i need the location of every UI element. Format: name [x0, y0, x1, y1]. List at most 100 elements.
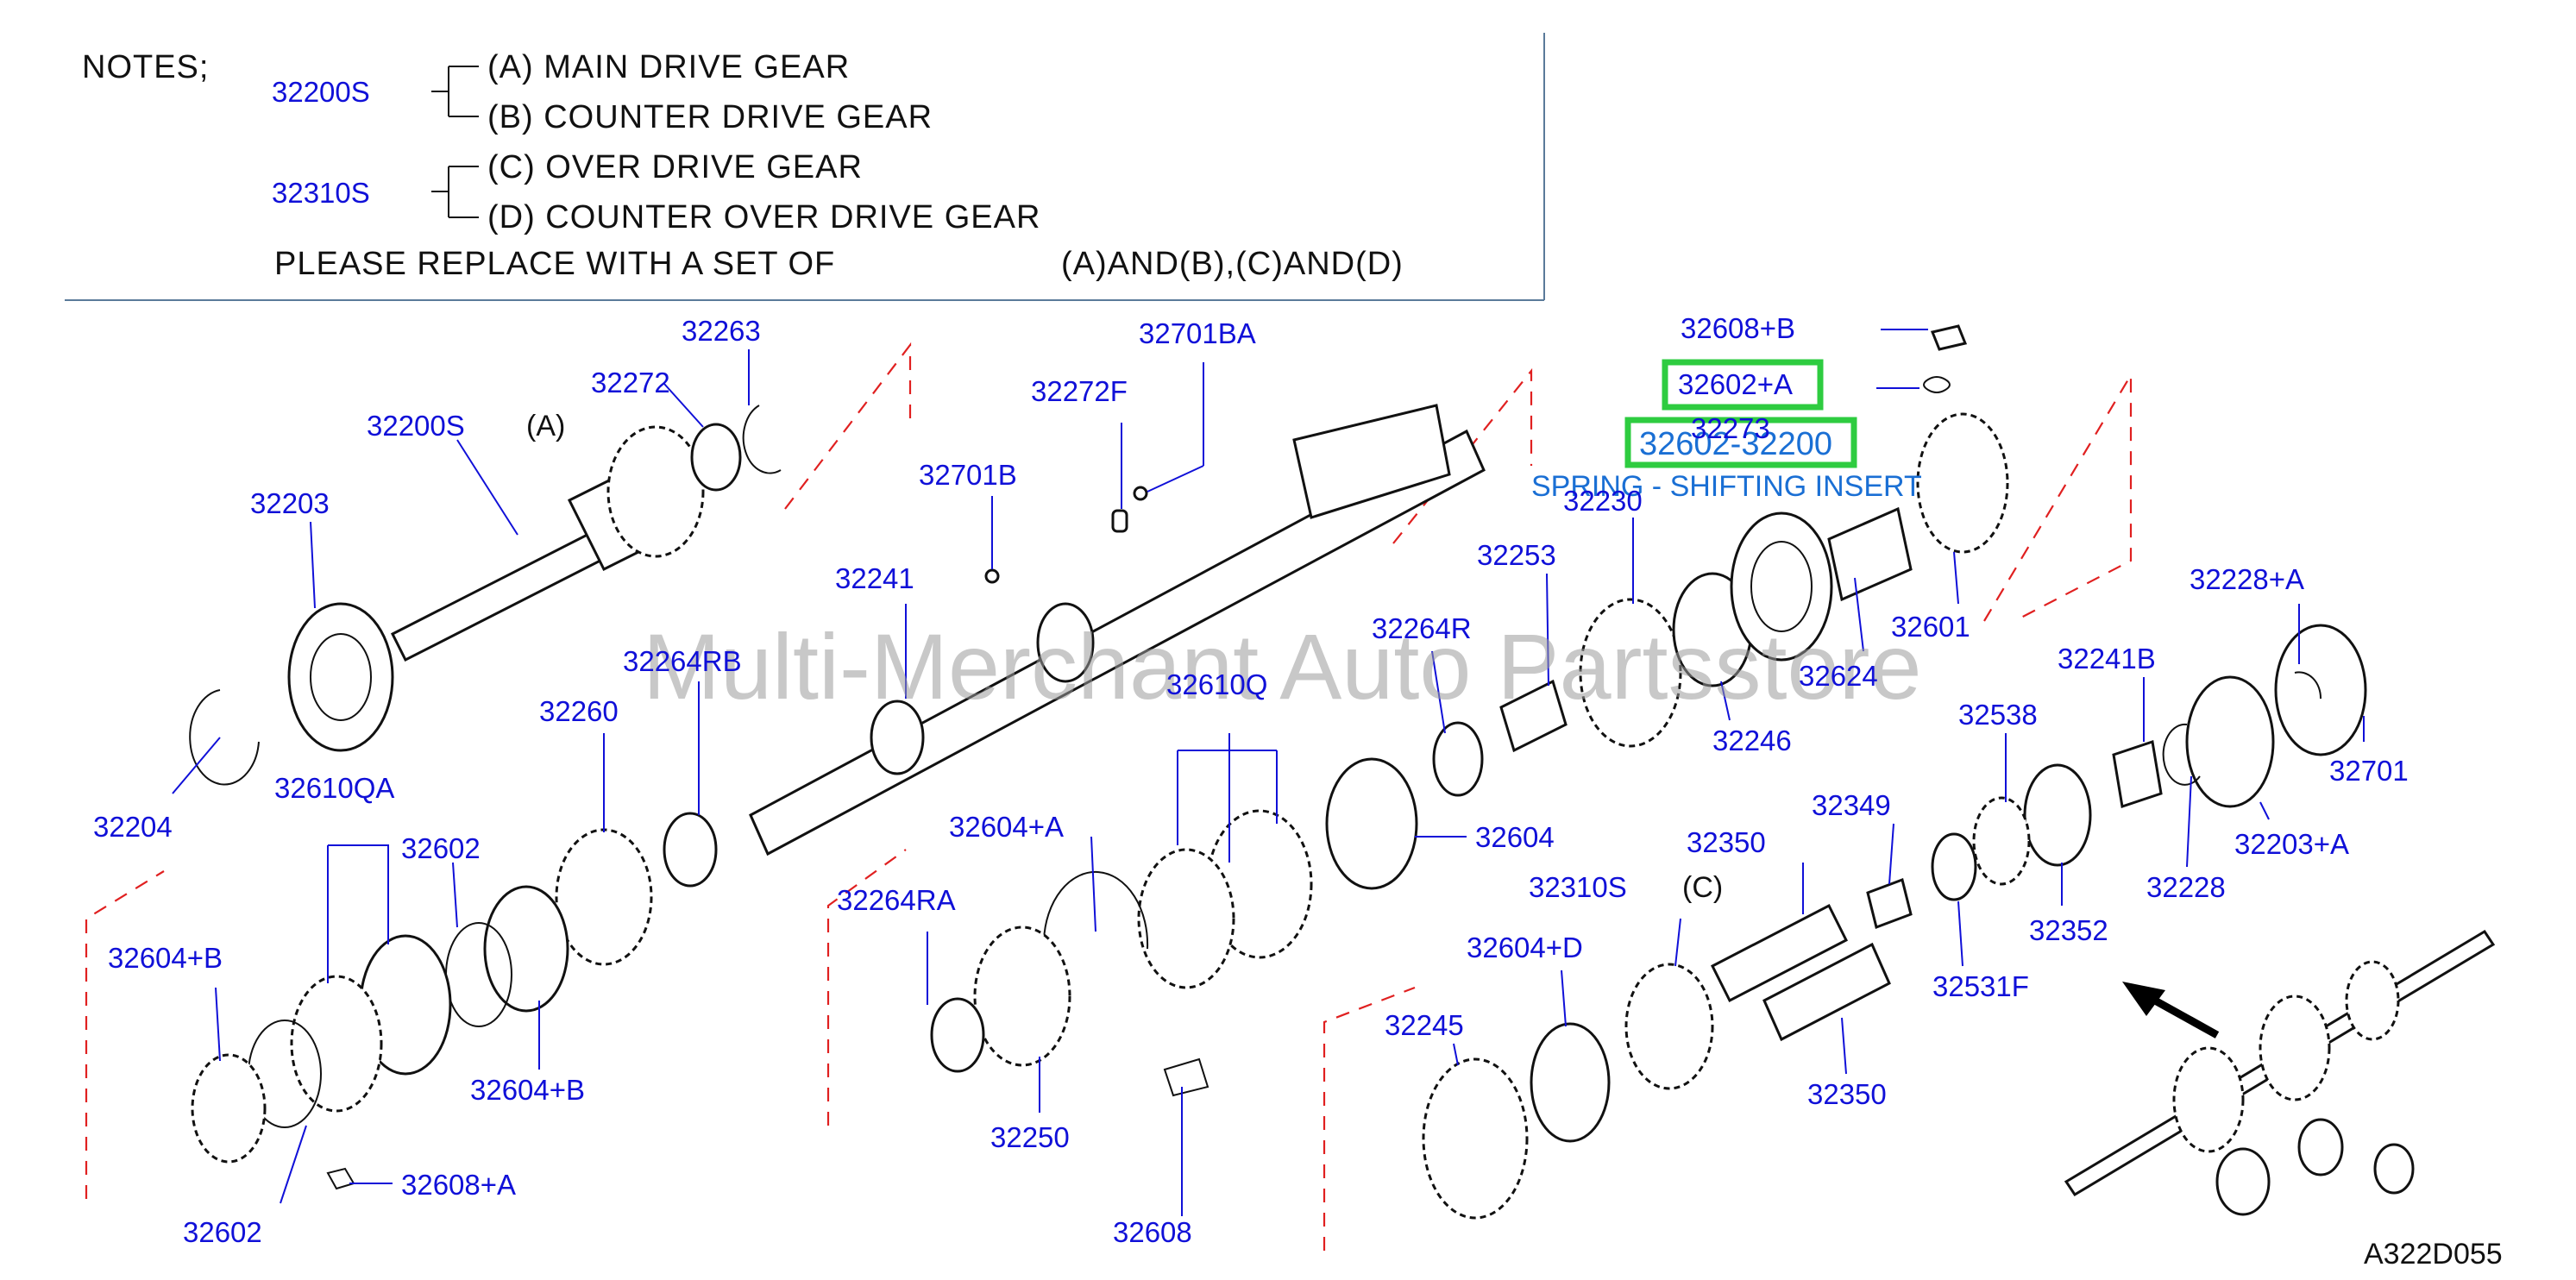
label-32272F[interactable]: 32272F: [1031, 375, 1128, 407]
gear-32230[interactable]: [1579, 598, 1682, 748]
label-32245[interactable]: 32245: [1385, 1009, 1464, 1041]
gear-32601-body[interactable]: [1827, 506, 1913, 602]
label-32602-top[interactable]: 32602: [401, 832, 481, 864]
sleeve-32245[interactable]: [1422, 1057, 1529, 1220]
main-shaft-spline[interactable]: [1292, 404, 1451, 519]
label-32253[interactable]: 32253: [1477, 539, 1556, 571]
frame-bottom-right: [1323, 986, 1416, 1251]
label-32264R[interactable]: 32264R: [1372, 612, 1472, 644]
highlight-part-32602A[interactable]: 32602+A: [1678, 368, 1793, 400]
label-32228[interactable]: 32228: [2146, 871, 2226, 903]
label-32610QA[interactable]: 32610QA: [274, 772, 394, 804]
synchro-ring-32604[interactable]: [1325, 757, 1418, 890]
gear-32260[interactable]: [555, 828, 653, 966]
key-32608[interactable]: [1163, 1057, 1209, 1097]
spring-32604A[interactable]: [1043, 870, 1149, 950]
snap-ring-32228A[interactable]: [2294, 671, 2322, 700]
label-32228A[interactable]: 32228+A: [2190, 563, 2304, 595]
label-32701[interactable]: 32701: [2329, 755, 2409, 787]
label-32701B[interactable]: 32701B: [919, 459, 1017, 491]
overlap-part-32273[interactable]: 32273: [1691, 412, 1770, 444]
part-labels: 32263 32272 32200S 32203 32204 32701BA 3…: [93, 312, 2409, 1248]
label-32604[interactable]: 32604: [1475, 821, 1555, 853]
ball-32701BA[interactable]: [1133, 486, 1148, 501]
needle-bearing-32264RB[interactable]: [663, 812, 718, 888]
label-32204[interactable]: 32204: [93, 811, 173, 843]
bushing-32253[interactable]: [1499, 679, 1568, 753]
label-32624[interactable]: 32624: [1799, 660, 1878, 692]
needle-bearing-32350-top[interactable]: [1710, 903, 1849, 1003]
label-32604D[interactable]: 32604+D: [1467, 932, 1583, 963]
over-drive-gear-32310S[interactable]: [1624, 963, 1714, 1090]
bearing-32203[interactable]: [287, 602, 394, 752]
label-32203[interactable]: 32203: [250, 487, 330, 519]
nut-32241B[interactable]: [2112, 740, 2163, 808]
label-32608[interactable]: 32608: [1113, 1216, 1192, 1248]
notes-part-32200S[interactable]: 32200S: [272, 76, 370, 108]
label-32241B[interactable]: 32241B: [2058, 643, 2156, 675]
highlight-description: SPRING - SHIFTING INSERT: [1531, 470, 1922, 503]
pin-32272F[interactable]: [1111, 509, 1128, 533]
diagram-code: A322D055: [2364, 1238, 2503, 1271]
bearing-32624[interactable]: [1730, 511, 1833, 662]
label-32264RA[interactable]: 32264RA: [837, 884, 956, 916]
label-32701BA[interactable]: 32701BA: [1139, 317, 1256, 349]
key-32608A[interactable]: [326, 1167, 355, 1190]
label-32538[interactable]: 32538: [1958, 699, 2038, 731]
main-drive-gear-teeth[interactable]: [606, 425, 705, 558]
synchro-ring-32604B-lower[interactable]: [191, 1053, 267, 1164]
synchro-ring-32604B[interactable]: [483, 885, 569, 1013]
snap-ring-32701[interactable]: [2274, 624, 2367, 756]
label-32610Q[interactable]: 32610Q: [1166, 668, 1267, 700]
label-32203A[interactable]: 32203+A: [2234, 828, 2349, 860]
needle-bearing-32350-bottom[interactable]: [1762, 942, 1891, 1042]
thrust-bearing-32538[interactable]: [1972, 796, 2031, 886]
label-32352[interactable]: 32352: [2029, 914, 2108, 946]
label-32310S[interactable]: 32310S: [1529, 871, 1627, 903]
gear-32250[interactable]: [973, 925, 1071, 1067]
bushing-32349[interactable]: [1866, 878, 1913, 929]
label-32263[interactable]: 32263: [682, 315, 761, 347]
main-shaft-32241[interactable]: [749, 429, 1486, 856]
snap-ring-32228[interactable]: [2162, 723, 2201, 786]
label-32200S[interactable]: 32200S: [367, 410, 465, 442]
label-32350-bottom[interactable]: 32350: [1807, 1078, 1887, 1110]
insert-32608B[interactable]: [1930, 324, 1968, 351]
notes-part-32310S[interactable]: 32310S: [272, 177, 370, 209]
label-32604A[interactable]: 32604+A: [949, 811, 1064, 843]
label-32272[interactable]: 32272: [591, 367, 670, 398]
hub-32610Q[interactable]: [1137, 848, 1235, 989]
label-32608A[interactable]: 32608+A: [401, 1169, 516, 1201]
highlight-part-32602-32200[interactable]: 32602-32200: [1639, 426, 1832, 462]
label-32250[interactable]: 32250: [990, 1121, 1070, 1153]
notes-item-d: (D) COUNTER OVER DRIVE GEAR: [487, 199, 1040, 235]
highlight-group: 32602+A 32602-32200 32273 SPRING - SHIFT…: [1531, 359, 1922, 503]
label-32608B[interactable]: 32608+B: [1681, 312, 1795, 344]
washer-32531F[interactable]: [1931, 832, 1977, 901]
synchro-ring-32604D[interactable]: [1530, 1022, 1611, 1143]
bearing-32272[interactable]: [690, 423, 742, 492]
label-32601[interactable]: 32601: [1891, 611, 1970, 643]
needle-bearing-32264R[interactable]: [1432, 721, 1484, 797]
label-32350-top[interactable]: 32350: [1687, 826, 1766, 858]
ball-32701B[interactable]: [984, 568, 1000, 584]
bearing-32203A[interactable]: [2185, 675, 2275, 808]
needle-bearing-32264RA[interactable]: [930, 997, 985, 1073]
washer-32352[interactable]: [2023, 763, 2092, 867]
snap-ring-32263[interactable]: [742, 405, 782, 474]
label-32264RB[interactable]: 32264RB: [623, 645, 742, 677]
gear-32601-teeth[interactable]: [1916, 412, 2009, 554]
label-32349[interactable]: 32349: [1812, 789, 1891, 821]
snap-ring-32204[interactable]: [189, 689, 260, 786]
label-32230[interactable]: 32230: [1563, 485, 1643, 517]
label-32604B-2[interactable]: 32604+B: [470, 1074, 585, 1106]
hub-32610QA[interactable]: [290, 975, 383, 1113]
label-32604B[interactable]: 32604+B: [108, 942, 223, 974]
label-32602-bottom[interactable]: 32602: [183, 1216, 262, 1248]
spring-32602A[interactable]: [1923, 376, 1951, 393]
label-32531F[interactable]: 32531F: [1932, 970, 2029, 1002]
label-32260[interactable]: 32260: [539, 695, 619, 727]
label-32246[interactable]: 32246: [1712, 725, 1792, 756]
label-32241[interactable]: 32241: [835, 562, 914, 594]
middle-gears: [930, 324, 2009, 1097]
